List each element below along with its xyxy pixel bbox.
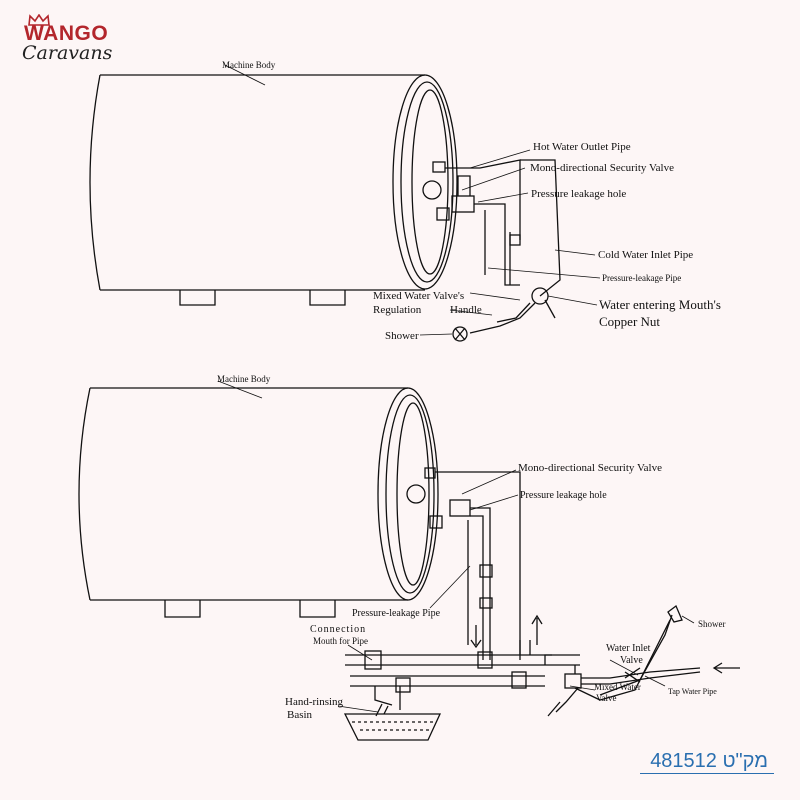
label-cold-inlet: Cold Water Inlet Pipe xyxy=(598,249,693,261)
label-pressure-pipe: Pressure-leakage Pipe xyxy=(602,273,681,283)
top-title: Machine Body xyxy=(222,60,276,70)
label-hot-outlet: Hot Water Outlet Pipe xyxy=(533,141,631,153)
sku-label[interactable]: מק"ט 481512 xyxy=(640,750,774,774)
bottom-heater xyxy=(78,387,740,741)
up-flow-arrow xyxy=(531,614,543,645)
label-handle: Handle xyxy=(450,304,482,316)
label-mixed-valve-1: Mixed Water Valve's xyxy=(373,290,464,302)
bottom-security-valve xyxy=(449,499,471,517)
shower-hose xyxy=(599,614,673,696)
label-bottom-security-valve: Mono-directional Security Valve xyxy=(518,462,662,474)
label-mixed-water-1: Mixed Water xyxy=(594,682,641,692)
hand-rinsing-basin xyxy=(343,713,442,741)
label-water-inlet-1: Water Inlet xyxy=(606,643,651,654)
label-mixed-valve-2: Regulation xyxy=(373,304,422,316)
mixed-water-valve xyxy=(564,673,582,689)
top-heater xyxy=(89,74,561,342)
bottom-labels: Machine Body Mono-directional Security V… xyxy=(217,374,726,721)
shower-head-icon xyxy=(452,326,468,342)
label-pressure-hole: Pressure leakage hole xyxy=(531,188,626,200)
top-cold-inlet-fitting xyxy=(436,207,450,221)
top-security-valve xyxy=(451,195,475,213)
top-hot-outlet-fitting xyxy=(432,161,446,173)
label-copper-nut-1: Water entering Mouth's xyxy=(599,297,721,312)
top-tank-body xyxy=(89,74,425,291)
top-tank-end-cap xyxy=(392,74,458,290)
label-shower: Shower xyxy=(385,330,419,342)
label-bottom-pressure-pipe: Pressure-leakage Pipe xyxy=(352,608,441,619)
label-hand-basin-2: Basin xyxy=(287,709,313,721)
top-leader-lines xyxy=(224,64,601,336)
label-hand-basin-1: Hand-rinsing xyxy=(285,696,344,708)
inlet-flow-arrow xyxy=(712,662,740,674)
top-tank-foot-left xyxy=(179,290,216,306)
bottom-leader-lines xyxy=(217,380,695,713)
top-labels: Machine Body Hot Water Outlet Pipe Mono-… xyxy=(222,60,721,342)
label-water-inlet-2: Valve xyxy=(620,655,643,666)
bottom-title: Machine Body xyxy=(217,374,271,384)
brand-tagline: Caravans xyxy=(22,42,113,64)
bottom-main-pipe xyxy=(345,654,580,666)
bottom-tank-foot-left xyxy=(164,600,201,618)
label-bottom-shower: Shower xyxy=(698,619,726,629)
brand-name: WANGO xyxy=(24,22,109,45)
down-flow-arrow xyxy=(470,625,482,649)
top-tank-foot-right xyxy=(309,290,346,306)
bottom-shower-icon xyxy=(667,604,683,623)
label-mixed-water-2: Valve xyxy=(596,693,617,703)
label-connection-2: Mouth for Pipe xyxy=(313,636,368,646)
label-security-valve: Mono-directional Security Valve xyxy=(530,162,674,174)
crown-icon xyxy=(28,14,50,26)
label-connection-1: Connection xyxy=(310,624,366,635)
label-tap-pipe: Tap Water Pipe xyxy=(668,687,717,696)
bottom-tank-end-cap xyxy=(377,387,439,601)
bottom-tank-body xyxy=(78,387,408,601)
bottom-tank-foot-right xyxy=(299,600,336,618)
label-bottom-pressure-hole: Pressure leakage hole xyxy=(520,490,607,501)
label-copper-nut-2: Copper Nut xyxy=(599,314,660,329)
